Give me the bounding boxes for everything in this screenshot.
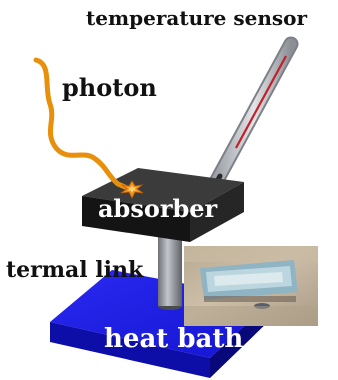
photon-wave [33,57,135,193]
absorber-block [82,168,244,242]
sensor-red-line [235,55,287,149]
temperature-sensor [207,36,299,197]
thermal-link-label: termal link [6,257,144,283]
device-photo-inset [184,246,318,326]
heat-bath-front [50,322,210,378]
absorber-label: absorber [98,194,218,223]
photon-label: photon [62,73,157,102]
temperature-sensor-label: temperature sensor [86,6,307,30]
absorber-front [82,196,190,242]
heat-bath-label: heat bath [104,324,244,354]
absorber-side [190,182,244,242]
impact-starburst [120,180,144,199]
absorber-top [82,168,244,212]
